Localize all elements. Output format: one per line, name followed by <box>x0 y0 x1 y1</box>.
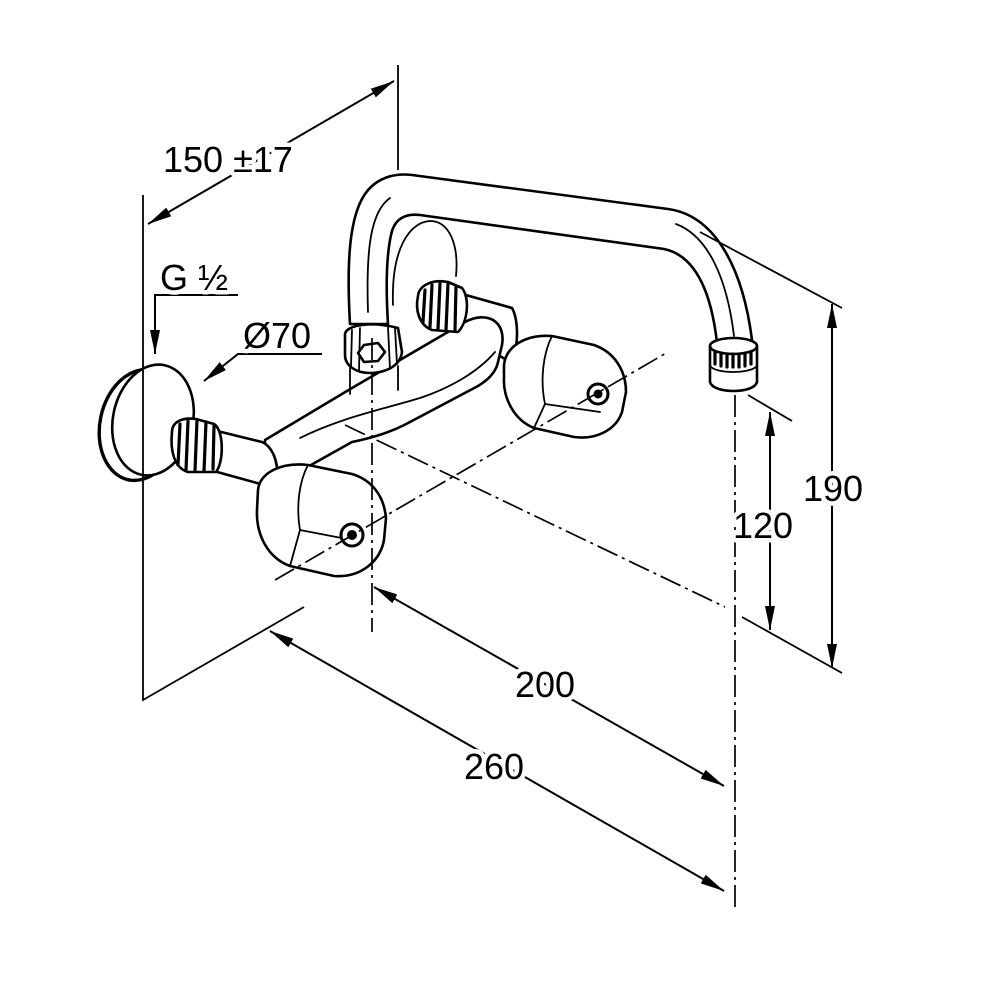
outlet-bottom-extension-line <box>747 394 793 422</box>
right-handle <box>502 334 628 439</box>
right-connector-nut <box>415 279 469 334</box>
dim-line-wall-to-outlet <box>269 630 725 892</box>
label-outlet-height: 120 <box>733 505 793 546</box>
label-connection-thread: G ½ <box>160 257 228 298</box>
body-axis-centerline <box>344 424 726 608</box>
handle-axis-centerline <box>274 351 669 581</box>
base-plane-extension-line <box>741 616 843 674</box>
dimension-lines <box>147 80 837 892</box>
label-spout-reach: 150 ±17 <box>163 139 293 180</box>
center-lines <box>274 338 736 912</box>
spout-base-nut <box>343 323 404 375</box>
aerator <box>708 336 759 393</box>
dim-line-spout-reach <box>147 80 395 225</box>
spout-inner-loop <box>392 220 458 306</box>
dimension-labels: 150 ±17 G ½ Ø70 190 120 200 260 <box>156 135 868 792</box>
body-lower-contour <box>299 351 496 439</box>
leader-connection-thread <box>150 294 238 354</box>
label-overall-height: 190 <box>803 468 863 509</box>
label-axis-to-outlet: 200 <box>515 664 575 705</box>
spout-top-extension-line <box>699 231 843 309</box>
spout-tube <box>347 173 754 345</box>
left-connector-nut <box>170 417 224 474</box>
extension-lines <box>142 65 843 702</box>
leader-flange-diameter <box>203 353 322 382</box>
left-handle <box>255 463 388 578</box>
wall-plane-line <box>142 195 305 702</box>
label-flange-diameter: Ø70 <box>243 315 311 356</box>
faucet <box>97 173 759 578</box>
spout-base-stem <box>349 365 399 395</box>
label-wall-to-outlet: 260 <box>464 746 524 787</box>
